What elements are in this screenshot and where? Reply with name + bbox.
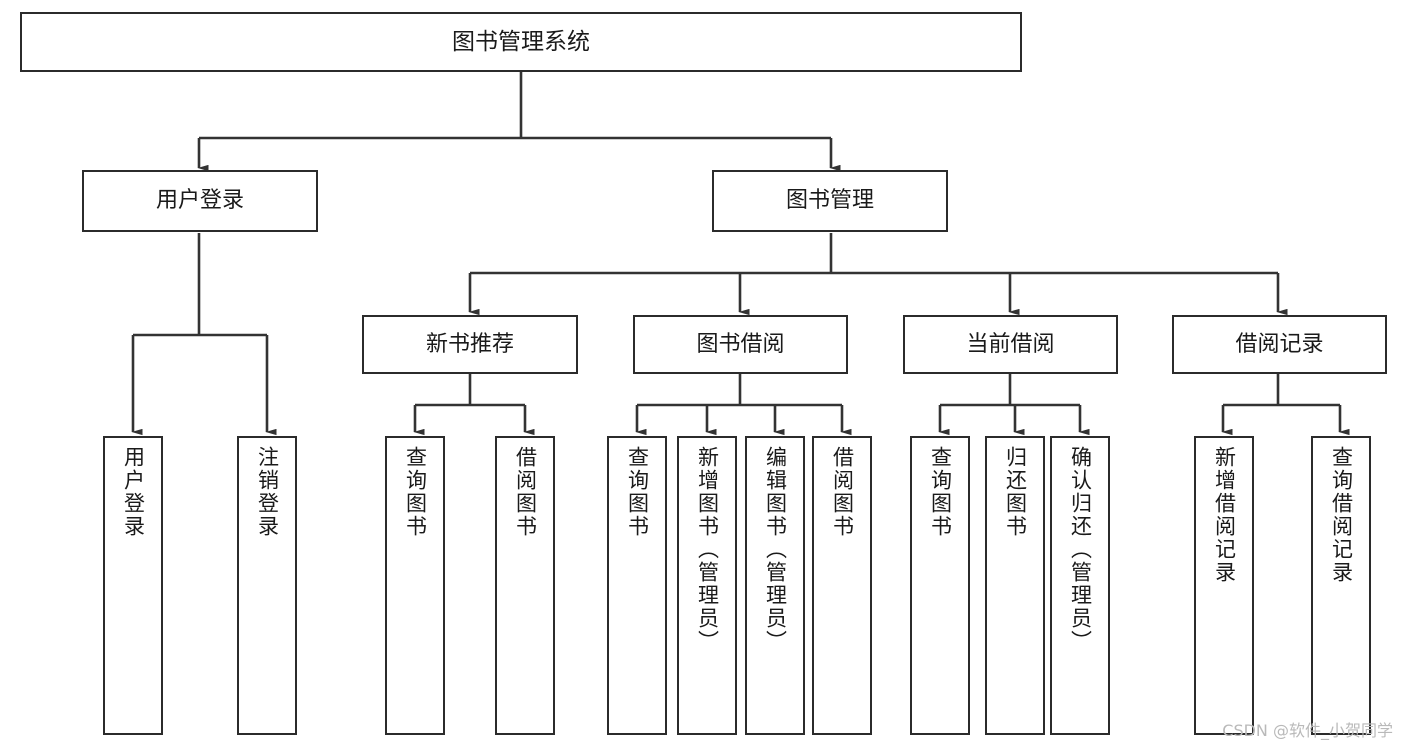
node-label: 注销登录 — [255, 446, 280, 538]
leaf-edit-book[interactable]: 编辑图书（管理员） — [745, 436, 805, 735]
node-label: 查询图书 — [403, 446, 428, 538]
node-label: 借阅记录 — [1235, 331, 1324, 357]
leaf-logout[interactable]: 注销登录 — [237, 436, 297, 735]
leaf-query-record[interactable]: 查询借阅记录 — [1311, 436, 1371, 735]
leaf-query-book-1[interactable]: 查询图书 — [385, 436, 445, 735]
node-user-login[interactable]: 用户登录 — [82, 170, 318, 232]
node-current-borrow[interactable]: 当前借阅 — [903, 315, 1118, 374]
node-label: 图书管理 — [785, 188, 874, 214]
node-book-borrow[interactable]: 图书借阅 — [633, 315, 848, 374]
node-label: 查询借阅记录 — [1329, 446, 1354, 584]
node-label: 编辑图书（管理员） — [763, 446, 788, 653]
node-root-book-management-system[interactable]: 图书管理系统 — [20, 12, 1022, 72]
node-label: 确认归还（管理员） — [1068, 446, 1093, 653]
leaf-query-book-3[interactable]: 查询图书 — [910, 436, 970, 735]
node-new-book-recommend[interactable]: 新书推荐 — [362, 315, 578, 374]
node-label: 用户登录 — [155, 188, 244, 214]
node-label: 当前借阅 — [966, 331, 1055, 357]
leaf-query-book-2[interactable]: 查询图书 — [607, 436, 667, 735]
node-label: 查询图书 — [928, 446, 953, 538]
node-label: 图书管理系统 — [452, 28, 590, 55]
leaf-borrow-book-1[interactable]: 借阅图书 — [495, 436, 555, 735]
node-book-manage[interactable]: 图书管理 — [712, 170, 948, 232]
leaf-borrow-book-2[interactable]: 借阅图书 — [812, 436, 872, 735]
node-label: 新书推荐 — [425, 331, 514, 357]
node-label: 借阅图书 — [830, 446, 855, 538]
leaf-confirm-return[interactable]: 确认归还（管理员） — [1050, 436, 1110, 735]
leaf-add-record[interactable]: 新增借阅记录 — [1194, 436, 1254, 735]
csdn-watermark: CSDN @软件_小贺同学 — [1222, 721, 1393, 740]
leaf-return-book[interactable]: 归还图书 — [985, 436, 1045, 735]
node-label: 新增借阅记录 — [1212, 446, 1237, 584]
leaf-add-book[interactable]: 新增图书（管理员） — [677, 436, 737, 735]
node-borrow-record[interactable]: 借阅记录 — [1172, 315, 1387, 374]
node-label: 归还图书 — [1003, 446, 1028, 538]
node-label: 借阅图书 — [513, 446, 538, 538]
leaf-user-login[interactable]: 用户登录 — [103, 436, 163, 735]
node-label: 图书借阅 — [696, 331, 785, 357]
node-label: 查询图书 — [625, 446, 650, 538]
node-label: 用户登录 — [121, 446, 146, 538]
node-label: 新增图书（管理员） — [695, 446, 720, 653]
